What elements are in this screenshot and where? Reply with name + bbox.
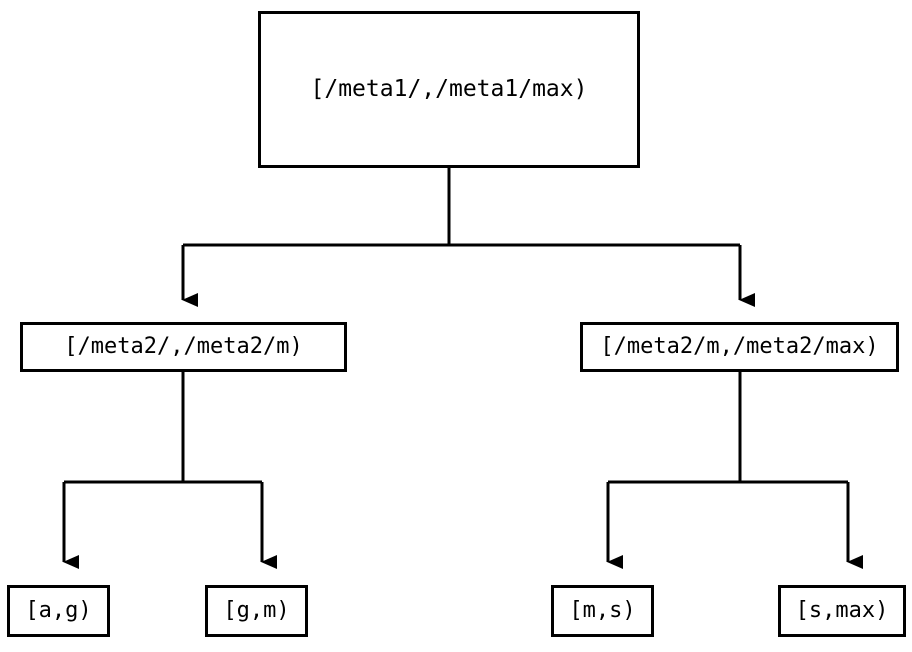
tree-node-leaf-3[interactable]: [m,s) — [551, 585, 654, 637]
tree-node-leaf-2[interactable]: [g,m) — [205, 585, 308, 637]
edge-mid-left-to-leaves — [62, 372, 277, 569]
tree-node-leaf-1-label: [a,g) — [25, 598, 92, 623]
edge-mid-right-to-leaves — [606, 372, 863, 569]
tree-node-mid-right[interactable]: [/meta2/m,/meta2/max) — [580, 322, 899, 372]
tree-node-mid-right-label: [/meta2/m,/meta2/max) — [600, 334, 879, 359]
tree-node-leaf-4[interactable]: [s,max) — [778, 585, 906, 637]
tree-node-mid-left-label: [/meta2/,/meta2/m) — [64, 334, 303, 359]
tree-node-leaf-2-label: [g,m) — [223, 598, 290, 623]
tree-node-root[interactable]: [/meta1/,/meta1/max) — [258, 11, 640, 168]
edge-root-to-mid-level — [181, 168, 755, 307]
tree-node-mid-left[interactable]: [/meta2/,/meta2/m) — [20, 322, 347, 372]
tree-node-leaf-1[interactable]: [a,g) — [7, 585, 110, 637]
tree-node-leaf-3-label: [m,s) — [569, 598, 636, 623]
tree-node-leaf-4-label: [s,max) — [795, 598, 889, 623]
tree-node-root-label: [/meta1/,/meta1/max) — [310, 76, 588, 102]
